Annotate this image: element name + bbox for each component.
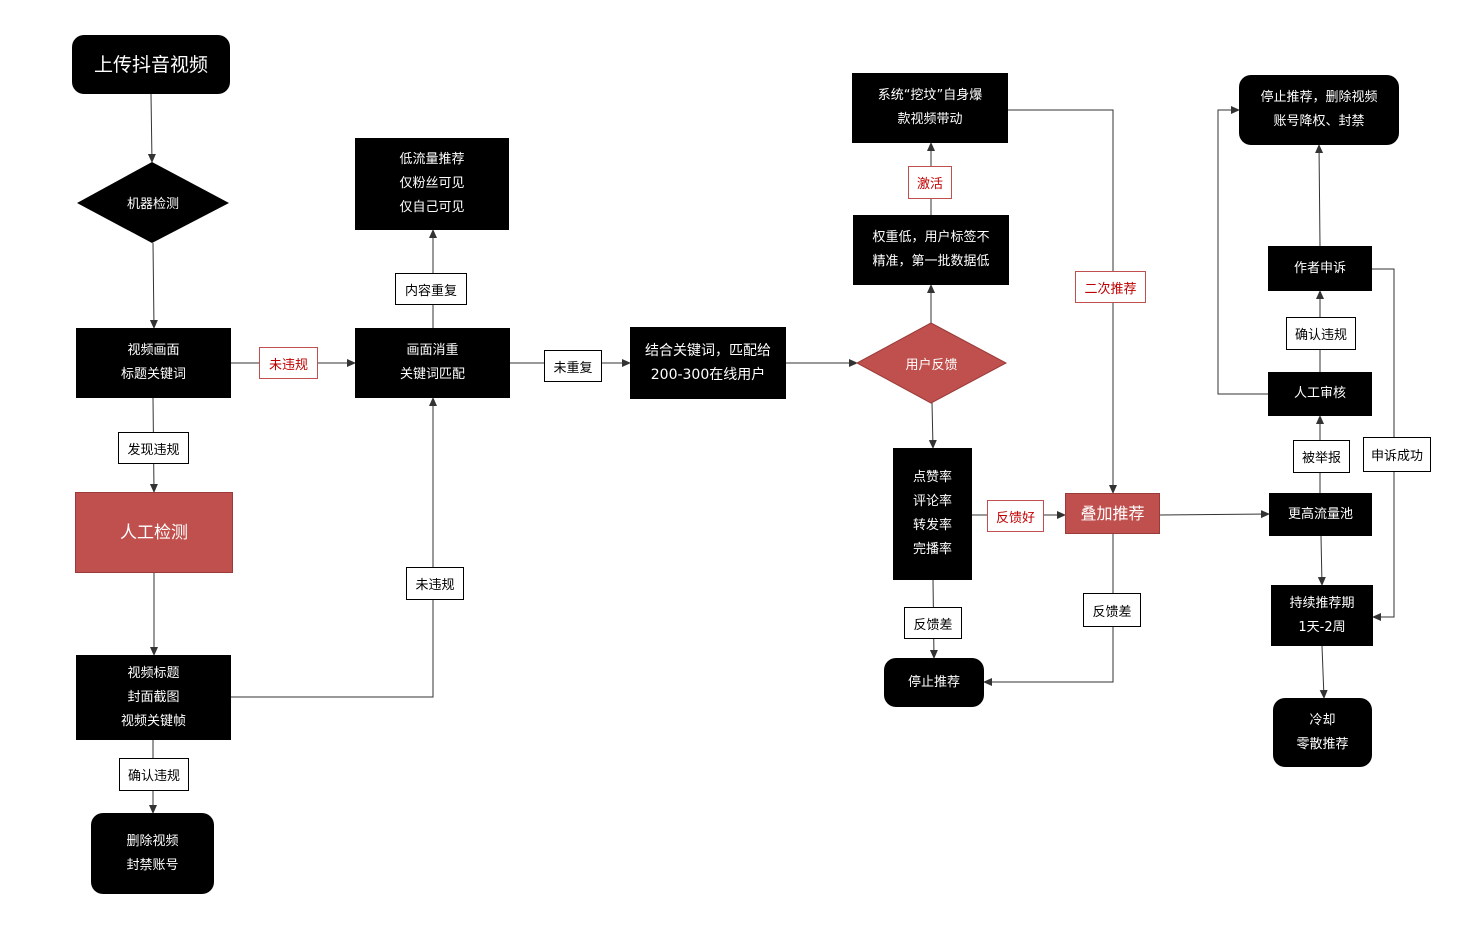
- node-text: 人工检测: [120, 522, 188, 543]
- node-text: 标题关键词: [120, 367, 186, 382]
- node-text: 视频关键帧: [120, 713, 186, 729]
- edge-label-confirm-violation-1: 确认违规: [119, 758, 189, 791]
- edge-label-found-violation: 发现违规: [118, 432, 189, 464]
- node-text: 权重低，用户标签不: [872, 230, 990, 245]
- node-dig-grave: 系统“挖坟”自身爆 款视频带动: [852, 73, 1008, 143]
- node-text: 款视频带动: [897, 112, 963, 127]
- node-manual-check: 人工检测: [75, 492, 233, 573]
- node-text: 叠加推荐: [1080, 503, 1145, 523]
- node-text: 封禁账号: [126, 857, 179, 873]
- edge-label-not-violation-2: 未违规: [406, 567, 464, 600]
- node-text: 转发率: [912, 518, 952, 533]
- node-manual-review: 人工审核: [1268, 372, 1372, 416]
- machine-check-diamond: [77, 162, 229, 243]
- node-text: 账号降权、封禁: [1273, 114, 1365, 129]
- node-match-users: 结合关键词，匹配给 200-300在线用户: [630, 327, 786, 399]
- edge-stack-to-stop: [983, 534, 1114, 686]
- node-text: 完播率: [912, 542, 952, 557]
- node-text: 冷却: [1309, 712, 1336, 728]
- node-text: 更高流量池: [1287, 506, 1353, 522]
- node-upload-video: 上传抖音视频: [72, 35, 230, 94]
- edge-machine-to-frame: [149, 242, 158, 329]
- edge-label-reported: 被举报: [1293, 440, 1350, 473]
- node-text: 1天-2周: [1298, 619, 1346, 635]
- node-text: 持续推荐期: [1289, 595, 1355, 611]
- edge-label-feedback-bad-1: 反馈差: [904, 607, 962, 639]
- edge-label-activate: 激活: [908, 166, 952, 199]
- edge-upload-to-machine: [147, 93, 156, 163]
- edge-label-feedback-good: 反馈好: [987, 500, 1044, 532]
- node-text: 机器检测: [126, 197, 179, 212]
- node-text: 结合关键词，匹配给: [645, 343, 771, 359]
- edge-grave-to-stack: [1007, 109, 1117, 494]
- node-text: 精准，第一批数据低: [872, 254, 990, 269]
- edge-label-feedback-bad-2: 反馈差: [1083, 593, 1141, 627]
- node-text: 关键词匹配: [399, 367, 465, 382]
- edge-label-not-violation-1: 未违规: [259, 347, 318, 379]
- node-stack-recommend: 叠加推荐: [1065, 493, 1160, 534]
- node-text: 画面消重: [406, 343, 459, 358]
- node-text: 封面截图: [127, 689, 180, 705]
- node-text: 200-300在线用户: [650, 367, 766, 383]
- edge-continuous-to-cooldown: [1319, 645, 1328, 699]
- node-video-review-items: 视频标题 封面截图 视频关键帧: [76, 655, 231, 740]
- node-text: 评论率: [912, 494, 952, 509]
- node-text: 系统“挖坟”自身爆: [877, 88, 983, 103]
- node-text: 停止推荐: [907, 674, 960, 690]
- node-video-frame-title: 视频画面 标题关键词: [76, 328, 231, 398]
- node-text: 零散推荐: [1296, 736, 1349, 752]
- node-cooldown: 冷却 零散推荐: [1273, 698, 1372, 767]
- node-text: 视频标题: [127, 665, 180, 681]
- node-stop-delete: 停止推荐，删除视频 账号降权、封禁: [1239, 75, 1399, 145]
- edge-label-appeal-success: 申诉成功: [1363, 437, 1431, 472]
- node-text: 停止推荐，删除视频: [1260, 90, 1378, 105]
- node-text: 上传抖音视频: [93, 53, 208, 76]
- node-author-appeal: 作者申诉: [1268, 246, 1372, 291]
- node-continuous: 持续推荐期 1天-2周: [1271, 585, 1373, 646]
- node-text: 作者申诉: [1293, 260, 1346, 276]
- node-metrics: 点赞率 评论率 转发率 完播率: [893, 448, 972, 580]
- edge-stack-to-higherpool: [1159, 510, 1270, 519]
- edge-higherpool-to-continuous: [1317, 535, 1326, 586]
- edge-label-content-duplicate: 内容重复: [395, 273, 467, 305]
- node-text: 低流量推荐: [399, 152, 465, 167]
- edge-manualreview-to-stopdelete: [1217, 106, 1268, 395]
- node-user-feedback: 用户反馈: [857, 323, 1006, 403]
- node-stop-recommend: 停止推荐: [884, 658, 984, 707]
- node-delete-ban: 删除视频 封禁账号: [91, 813, 214, 894]
- node-text: 仅自己可见: [399, 200, 465, 215]
- node-text: 用户反馈: [905, 357, 958, 373]
- node-text: 人工审核: [1293, 386, 1346, 401]
- node-text: 点赞率: [912, 470, 952, 485]
- node-low-traffic: 低流量推荐 仅粉丝可见 仅自己可见: [355, 138, 509, 230]
- node-dedup-match: 画面消重 关键词匹配: [355, 328, 510, 398]
- node-machine-check: 机器检测: [77, 162, 229, 243]
- node-low-weight: 权重低，用户标签不 精准，第一批数据低: [853, 215, 1009, 285]
- edge-label-confirm-violation-2: 确认违规: [1286, 317, 1356, 350]
- edge-review-to-dedup: [231, 397, 437, 698]
- edge-feedback-to-metrics: [928, 401, 937, 449]
- node-higher-pool: 更高流量池: [1269, 493, 1372, 536]
- edge-label-not-duplicate: 未重复: [544, 350, 602, 382]
- node-text: 删除视频: [126, 833, 179, 849]
- edge-label-second-recommend: 二次推荐: [1075, 271, 1146, 303]
- node-text: 视频画面: [127, 343, 180, 358]
- node-text: 仅粉丝可见: [399, 176, 465, 191]
- user-feedback-diamond: [855, 322, 1008, 404]
- edge-appeal-to-stopdelete: [1315, 144, 1324, 247]
